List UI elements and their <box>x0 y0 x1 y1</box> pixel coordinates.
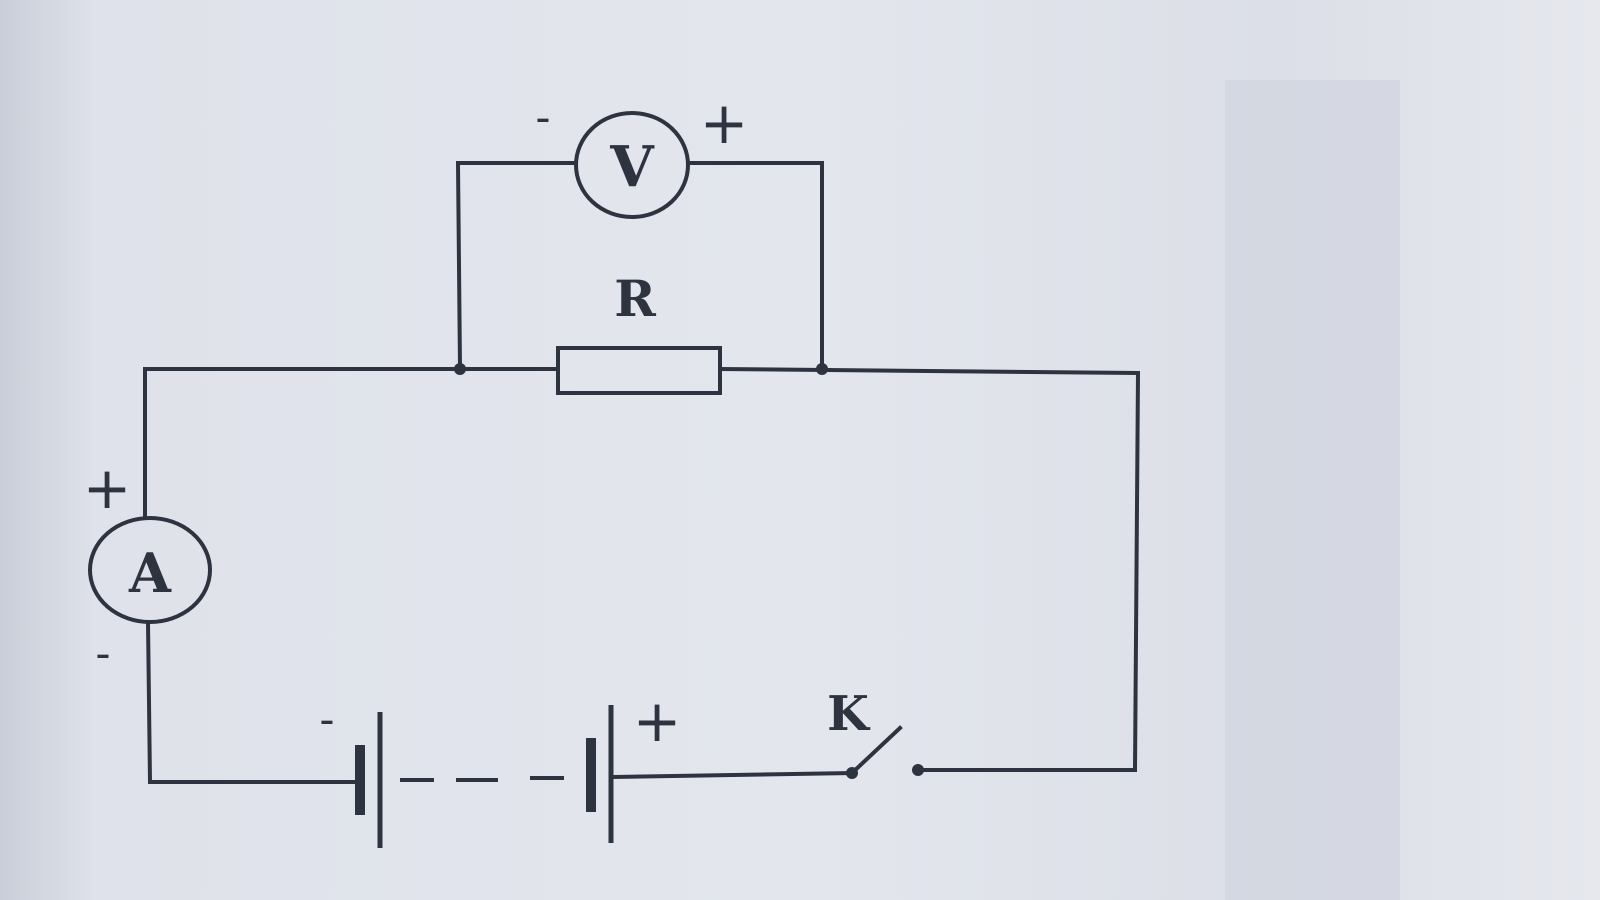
voltmeter-symbol: V <box>609 134 655 200</box>
voltmeter-plus-sign: + <box>700 89 749 157</box>
battery-minus-sign: - <box>319 695 334 744</box>
ammeter-plus-sign: + <box>83 454 132 522</box>
wire-voltmeter-right <box>688 161 824 371</box>
switch-contact-dot <box>912 764 924 776</box>
wire-voltmeter-left <box>455 161 577 372</box>
voltmeter-circle <box>574 111 690 219</box>
junction-right-dot <box>816 363 828 375</box>
ammeter-minus-sign: - <box>95 629 110 678</box>
switch-label: K <box>827 686 871 742</box>
ammeter-circle <box>88 516 212 624</box>
wire-top-right <box>717 366 1141 772</box>
switch-pivot-dot <box>846 767 858 779</box>
resistor-label: R <box>614 269 656 328</box>
wire-battery-switch <box>611 770 855 780</box>
switch-lever <box>849 725 903 776</box>
voltmeter-minus-sign: - <box>535 93 550 142</box>
wire-left-bottom <box>145 619 360 784</box>
ammeter-symbol: A <box>128 541 172 605</box>
resistor-body <box>556 346 722 395</box>
background-shade <box>1225 80 1400 900</box>
wire-top-left <box>143 367 560 520</box>
battery-plus-sign: + <box>633 687 682 755</box>
junction-left-dot <box>454 363 466 375</box>
